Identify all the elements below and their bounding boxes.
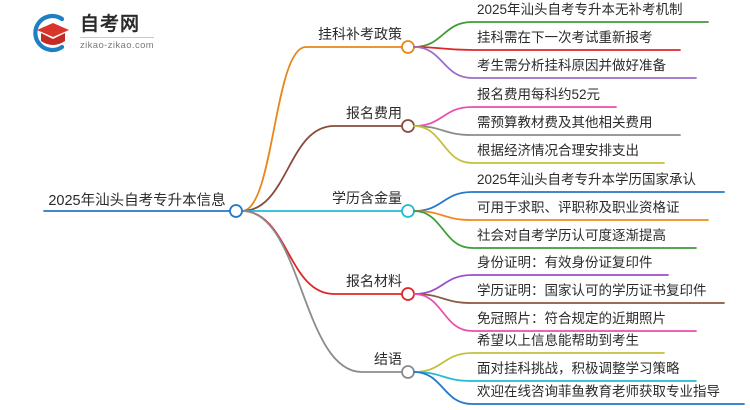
leaf-label-3-3[interactable]: 社会对自考学历认可度逐渐提高: [477, 228, 666, 243]
leaf-label-3-1[interactable]: 2025年汕头自考专升本学历国家承认: [477, 172, 697, 187]
site-logo: 自考网 zikao-zikao.com: [28, 10, 228, 56]
leaf-label-2-2[interactable]: 需预算教材费及其他相关费用: [477, 115, 653, 130]
leaf-label-1-1[interactable]: 2025年汕头自考专升本无补考机制: [477, 2, 683, 17]
branch-label-1[interactable]: 挂科补考政策: [318, 26, 402, 42]
branch-label-3[interactable]: 学历含金量: [332, 190, 402, 206]
branch-label-2[interactable]: 报名费用: [346, 105, 402, 121]
leaf-label-2-1[interactable]: 报名费用每科约52元: [477, 87, 601, 102]
mindmap-node-dot[interactable]: [401, 287, 415, 301]
leaf-label-4-2[interactable]: 学历证明：国家认可的学历证书复印件: [477, 283, 707, 298]
leaf-label-4-3[interactable]: 免冠照片：符合规定的近期照片: [477, 311, 666, 326]
leaf-label-1-2[interactable]: 挂科需在下一次考试重新报考: [477, 30, 653, 45]
logo-name: 自考网: [80, 15, 155, 39]
leaf-label-3-2[interactable]: 可用于求职、评职称及职业资格证: [477, 200, 680, 215]
leaf-label-5-1[interactable]: 希望以上信息能帮助到考生: [477, 333, 639, 348]
mindmap-node-dot[interactable]: [401, 204, 415, 218]
leaf-label-2-3[interactable]: 根据经济情况合理安排支出: [477, 143, 639, 158]
logo-url: zikao-zikao.com: [80, 40, 155, 52]
mindmap-connector: [241, 210, 403, 373]
leaf-label-5-3[interactable]: 欢迎在线咨询菲鱼教育老师获取专业指导: [477, 384, 720, 399]
mindmap-node-dot[interactable]: [229, 204, 243, 218]
mindmap-node-dot[interactable]: [401, 365, 415, 379]
branch-label-5[interactable]: 结语: [374, 351, 402, 367]
leaf-label-1-3[interactable]: 考生需分析挂科原因并做好准备: [477, 58, 666, 73]
root-label[interactable]: 2025年汕头自考专升本信息: [48, 193, 226, 209]
leaf-label-5-2[interactable]: 面对挂科挑战，积极调整学习策略: [477, 361, 680, 376]
mindmap-connector: [241, 46, 403, 212]
graduation-cap-icon: [28, 11, 72, 55]
mindmap-node-dot[interactable]: [401, 40, 415, 54]
mindmap-node-dot[interactable]: [401, 119, 415, 133]
leaf-label-4-1[interactable]: 身份证明：有效身份证复印件: [477, 255, 653, 270]
branch-label-4[interactable]: 报名材料: [346, 273, 402, 289]
